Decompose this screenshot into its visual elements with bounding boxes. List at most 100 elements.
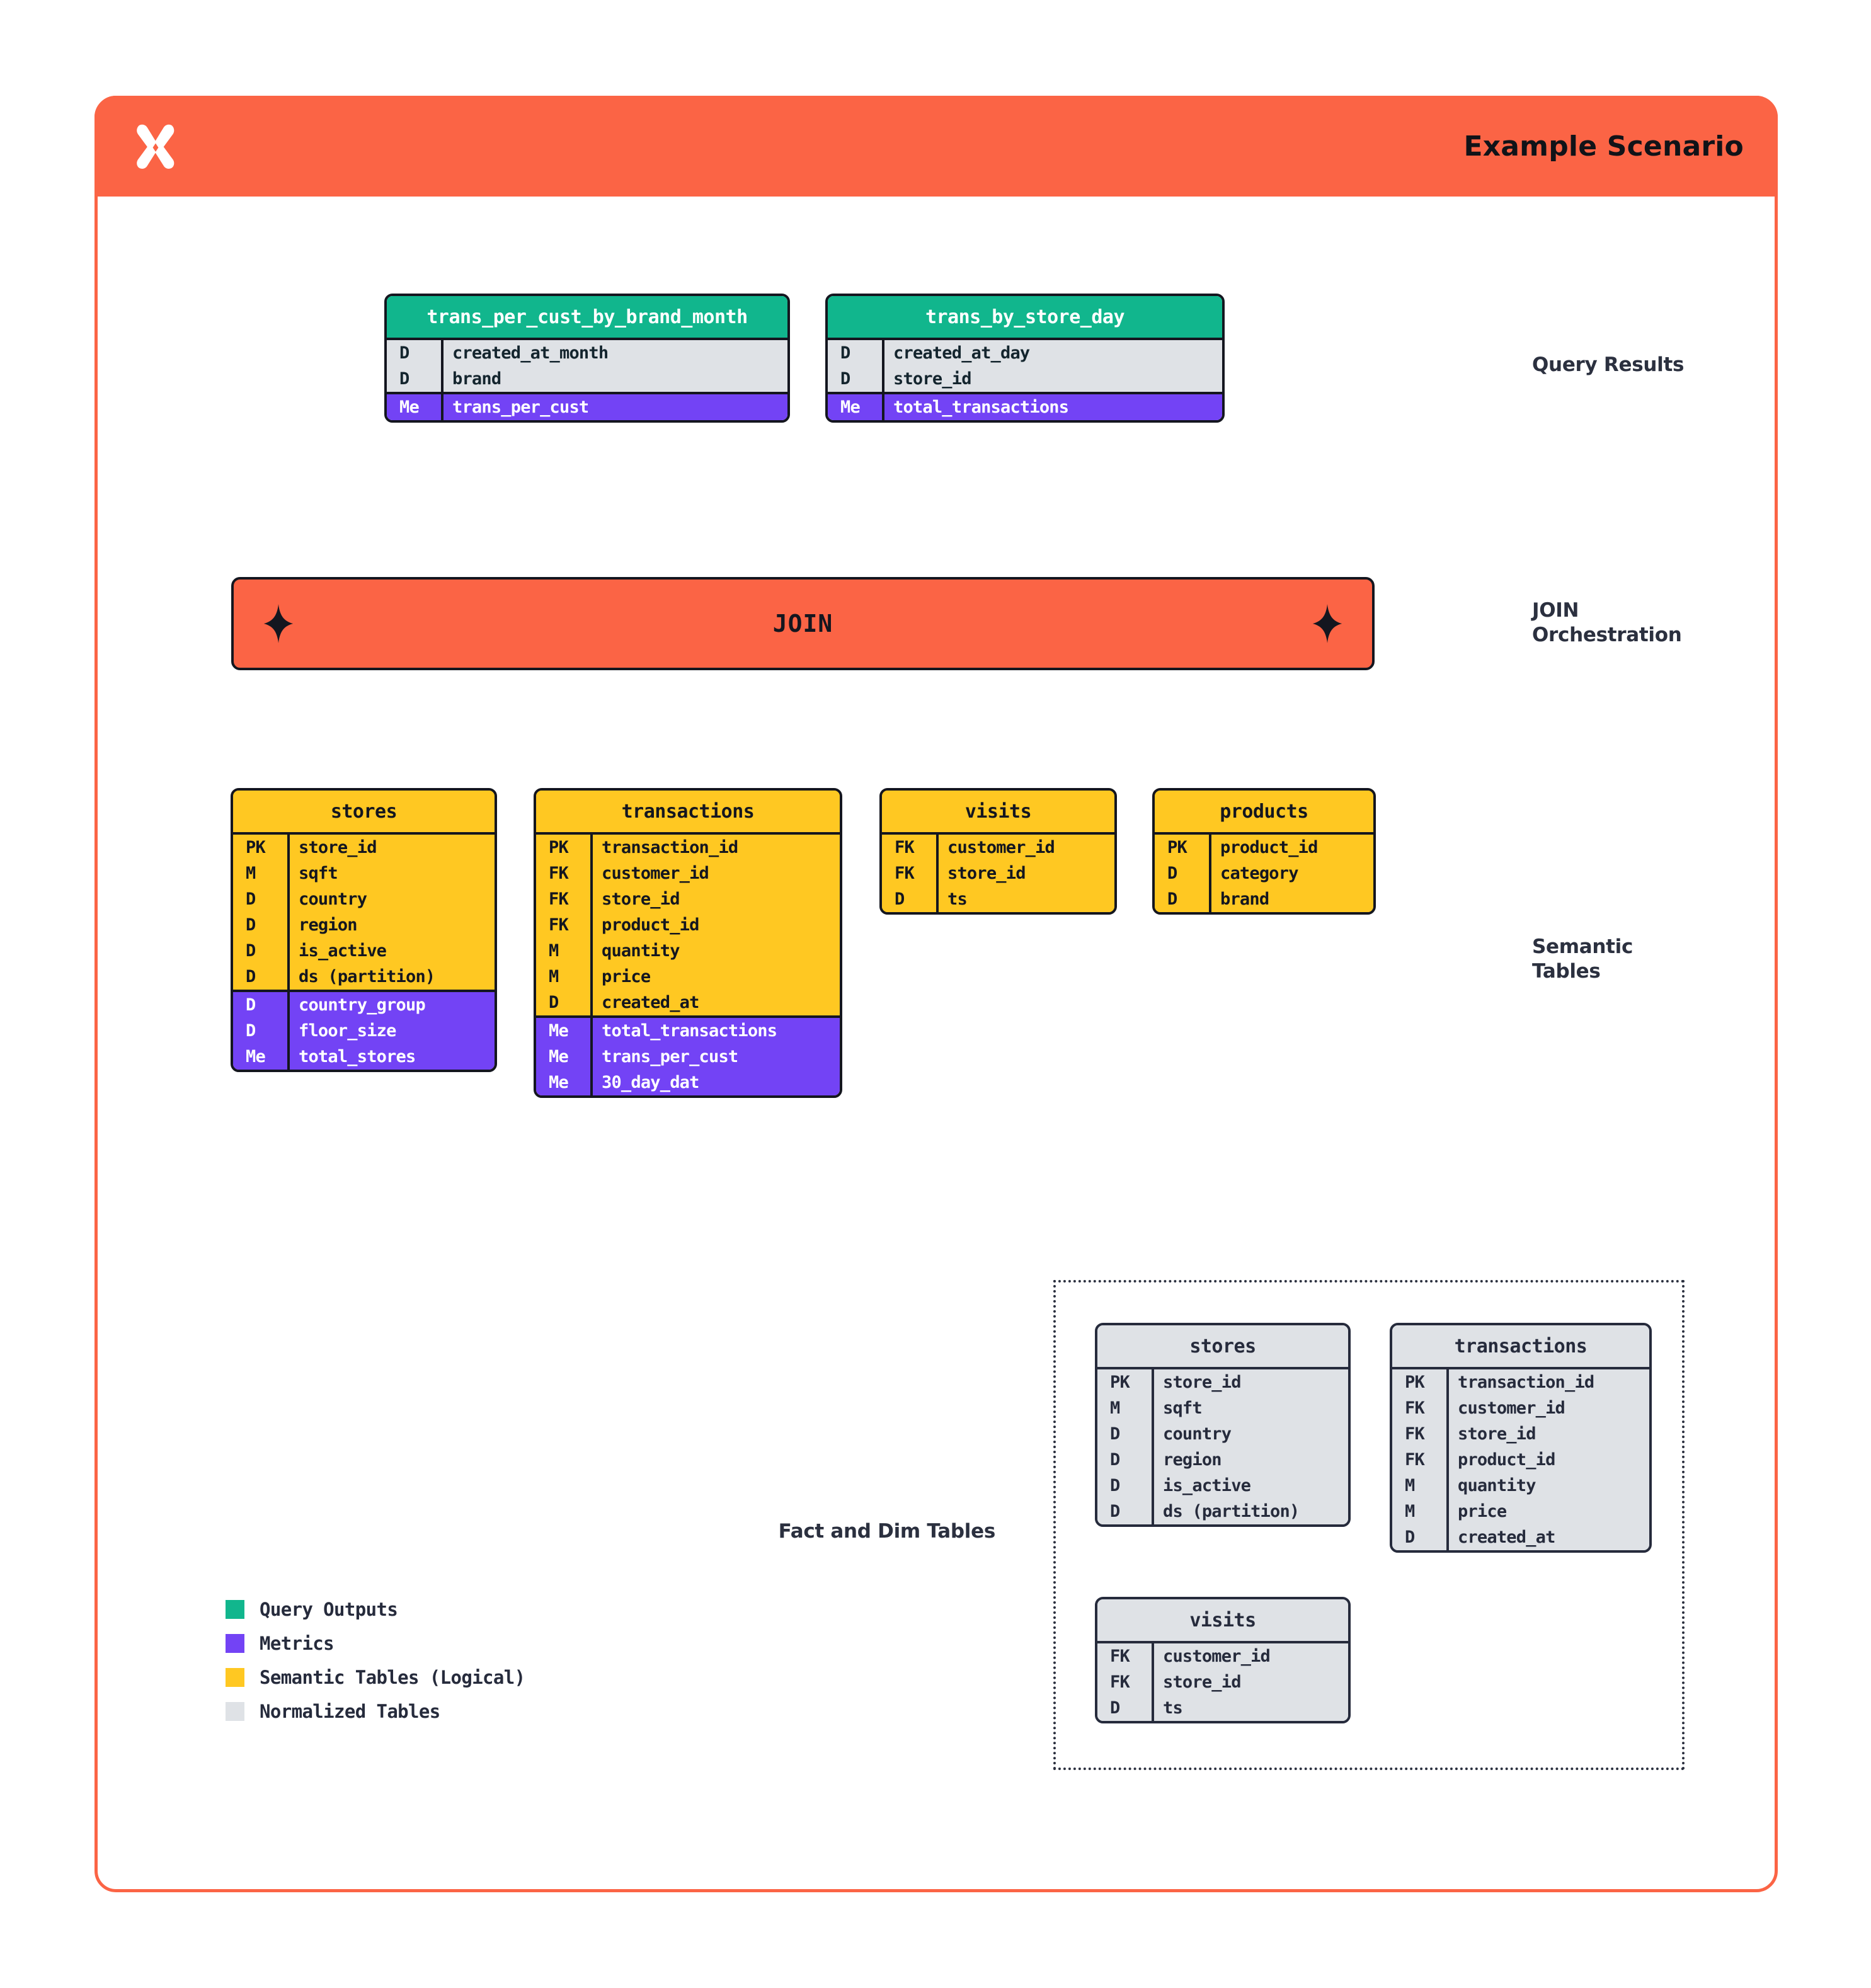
row-column: store_id — [947, 864, 1026, 883]
table-title: visits — [882, 791, 1114, 832]
table-title: stores — [233, 791, 495, 832]
row-column: transaction_id — [602, 838, 738, 857]
dimensions-section: D created_at_day D store_id — [828, 338, 1222, 392]
row-column: total_stores — [299, 1047, 416, 1066]
table-row: D created_at_day — [828, 340, 1222, 366]
table-row: Me trans_per_cust — [536, 1044, 840, 1070]
legend-swatch-metrics — [226, 1634, 244, 1653]
row-column: country — [299, 889, 367, 909]
row-tag: M — [549, 967, 559, 986]
row-column: total_transactions — [893, 397, 1069, 417]
row-tag: D — [895, 889, 905, 909]
table-row: Me total_transactions — [828, 394, 1222, 420]
row-column: trans_per_cust — [602, 1047, 738, 1066]
fact-and-dim-tables-group — [1053, 1280, 1685, 1770]
row-column: customer_id — [1163, 1647, 1271, 1666]
row-column: customer_id — [947, 838, 1055, 857]
row-column: ts — [947, 889, 968, 909]
row-column: customer_id — [602, 864, 709, 883]
row-column: is_active — [299, 941, 387, 961]
row-column: created_at_month — [452, 343, 609, 363]
row-column: product_id — [1458, 1450, 1555, 1470]
row-tag: D — [246, 967, 256, 986]
row-column: quantity — [1458, 1476, 1536, 1495]
legend-item: Normalized Tables — [226, 1694, 525, 1728]
annotation-fact-and-dim-tables: Fact and Dim Tables — [778, 1520, 996, 1543]
legend-label: Semantic Tables (Logical) — [260, 1667, 525, 1688]
legend-label: Query Outputs — [260, 1599, 398, 1620]
legend-item: Metrics — [226, 1626, 525, 1660]
row-tag: D — [246, 995, 256, 1015]
legend: Query Outputs Metrics Semantic Tables (L… — [226, 1592, 525, 1728]
row-tag: Me — [549, 1047, 569, 1066]
row-column: store_id — [1458, 1424, 1536, 1444]
metrics-section: Me total_transactions — [828, 392, 1222, 420]
row-tag: M — [246, 864, 256, 883]
row-tag: PK — [549, 838, 569, 857]
metrics-section: Me trans_per_cust — [387, 392, 787, 420]
row-tag: D — [399, 369, 409, 389]
row-tag: M — [1405, 1476, 1415, 1495]
row-column: total_transactions — [602, 1021, 777, 1041]
row-tag: Me — [246, 1047, 266, 1066]
row-tag: FK — [549, 864, 569, 883]
row-column: created_at — [1458, 1528, 1555, 1547]
row-column: region — [1163, 1450, 1222, 1470]
row-column: sqft — [1163, 1398, 1203, 1418]
row-tag: D — [1110, 1698, 1120, 1718]
row-column: region — [299, 915, 358, 935]
annotation-query-results: Query Results — [1532, 353, 1685, 376]
table-row: Me total_stores — [233, 1044, 495, 1070]
table-row: FK store_id — [882, 860, 1114, 886]
row-column: 30_day_dat — [602, 1073, 699, 1092]
table-row: Me trans_per_cust — [387, 394, 787, 420]
row-tag: D — [399, 343, 409, 363]
dimensions-section: D created_at_month D brand — [387, 338, 787, 392]
row-tag: D — [1110, 1476, 1120, 1495]
annotation-semantic-tables-line1: Semantic — [1532, 935, 1634, 958]
annotation-join-orchestration-line2: Orchestration — [1532, 624, 1682, 647]
join-orchestration-bar[interactable]: JOIN — [231, 577, 1375, 670]
row-column: quantity — [602, 941, 680, 961]
row-column: store_id — [602, 889, 680, 909]
row-column: floor_size — [299, 1021, 396, 1041]
row-tag: D — [246, 915, 256, 935]
sparkle-icon — [263, 604, 294, 643]
table-title: products — [1155, 791, 1373, 832]
row-tag: FK — [895, 864, 915, 883]
row-column: ds (partition) — [1163, 1502, 1300, 1521]
row-column: sqft — [299, 864, 338, 883]
annotation-semantic-tables: Semantic Tables — [1532, 935, 1633, 984]
row-tag: D — [1110, 1424, 1120, 1444]
join-label: JOIN — [772, 610, 833, 637]
row-tag: Me — [399, 397, 420, 417]
row-tag: Me — [840, 397, 861, 417]
row-column: country — [1163, 1424, 1232, 1444]
row-column: trans_per_cust — [452, 397, 589, 417]
